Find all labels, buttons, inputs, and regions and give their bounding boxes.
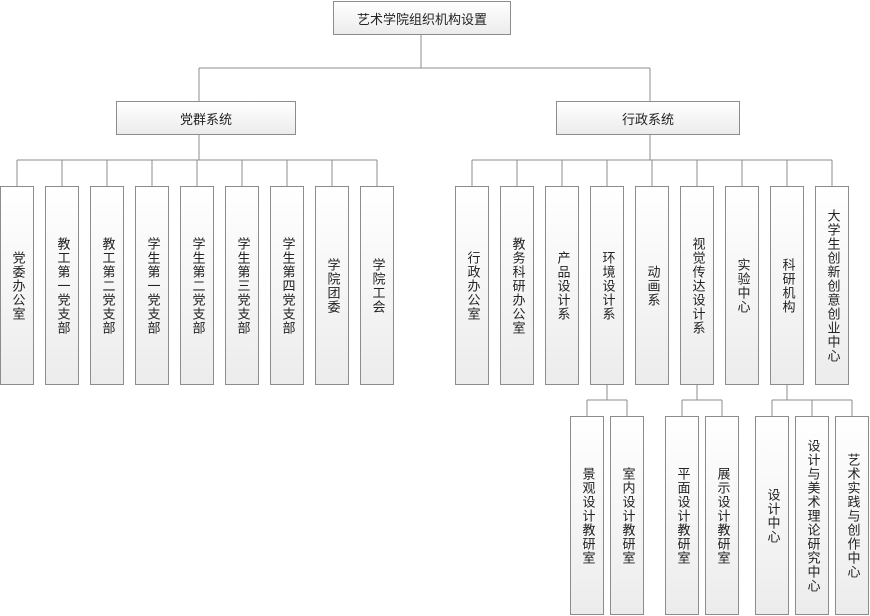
admin-unit: 动画系 (635, 186, 669, 385)
env-design-subunit: 景观设计教研室 (570, 416, 604, 615)
party-unit: 学院团委 (315, 186, 349, 385)
party-unit: 党委办公室 (0, 186, 34, 385)
party-unit: 学院工会 (360, 186, 394, 385)
admin-unit: 环境设计系 (590, 186, 624, 385)
party-unit: 学生第四党支部 (270, 186, 304, 385)
party-system-node: 党群系统 (116, 101, 296, 135)
admin-unit: 产品设计系 (545, 186, 579, 385)
research-subunit: 设计与美术理论研究中心 (795, 416, 829, 615)
admin-unit: 科研机构 (770, 186, 804, 385)
party-unit: 教工第一党支部 (45, 186, 79, 385)
admin-unit: 视觉传达设计系 (680, 186, 714, 385)
party-unit: 教工第二党支部 (90, 186, 124, 385)
party-unit: 学生第二党支部 (180, 186, 214, 385)
research-subunit: 设计中心 (755, 416, 789, 615)
party-unit: 学生第三党支部 (225, 186, 259, 385)
admin-unit: 行政办公室 (455, 186, 489, 385)
visual-design-subunit: 展示设计教研室 (705, 416, 739, 615)
research-subunit: 艺术实践与创作中心 (835, 416, 869, 615)
env-design-subunit: 室内设计教研室 (610, 416, 644, 615)
admin-unit: 实验中心 (725, 186, 759, 385)
root-node: 艺术学院组织机构设置 (333, 1, 511, 35)
admin-unit: 大学生创新创意创业中心 (815, 186, 849, 385)
visual-design-subunit: 平面设计教研室 (665, 416, 699, 615)
admin-unit: 教务科研办公室 (500, 186, 534, 385)
admin-system-node: 行政系统 (556, 101, 740, 135)
party-unit: 学生第一党支部 (135, 186, 169, 385)
